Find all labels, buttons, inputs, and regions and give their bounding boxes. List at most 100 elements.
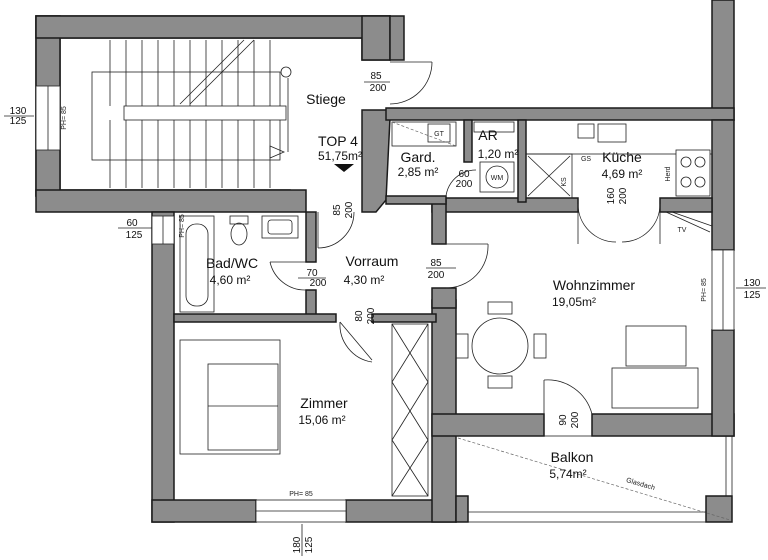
label-herd: Herd (665, 166, 672, 181)
wall-wohn-right-lower (711, 329, 735, 437)
svg-text:200: 200 (366, 307, 377, 324)
label-ks: KS (561, 177, 568, 187)
room-name-vorraum: Vorraum (346, 253, 399, 269)
dim-window-bad: 60 125 (118, 218, 152, 241)
door-kueche (577, 203, 661, 244)
entrance-arrow (334, 164, 354, 172)
room-name-ar: AR (478, 127, 497, 143)
svg-text:130: 130 (10, 106, 27, 117)
ph-label-stair: PH= 85 (61, 106, 68, 130)
balcony-pillar-r (705, 495, 733, 523)
svg-text:125: 125 (304, 536, 315, 553)
dim-kueche: 160 200 (606, 187, 629, 204)
wall-ar-right (517, 119, 527, 203)
wall-stair-right-upper (361, 15, 391, 61)
room-name-wohnzimmer: Wohnzimmer (553, 277, 636, 293)
window-bad (151, 215, 175, 245)
wall-gard-right (463, 119, 473, 163)
room-name-bad: Bad/WC (206, 255, 258, 271)
dim-bad: 70 200 (298, 268, 327, 289)
window-zimmer-bottom (255, 499, 347, 523)
dim-stair-top: 85 200 (364, 71, 390, 94)
dim-window-zimmer: 180 125 (292, 536, 315, 553)
dim-wohn: 85 200 (426, 258, 456, 281)
wall-vorraum-wohn (431, 197, 447, 245)
room-name-gard: Gard. (400, 149, 435, 165)
room-name-stiege: Stiege (306, 91, 346, 107)
balcony-slab (455, 435, 733, 523)
dim-gard: 60 200 (456, 169, 473, 190)
room-name-balkon: Balkon (551, 449, 594, 465)
svg-text:85: 85 (332, 204, 343, 216)
wall-zimmer-right (431, 299, 457, 523)
svg-text:200: 200 (310, 278, 327, 289)
svg-text:125: 125 (10, 116, 27, 127)
ph-label-zimmer: PH= 85 (289, 491, 313, 498)
unit-area: 51,75m² (318, 149, 362, 163)
wall-wohn-right-upper (711, 119, 735, 251)
room-area-wohnzimmer: 19,05m² (552, 295, 596, 309)
room-area-vorraum: 4,30 m² (344, 273, 385, 287)
wall-left-bad (151, 211, 175, 523)
dim-window-wohn: 130 125 (736, 278, 766, 301)
wardrobe-zimmer (391, 323, 429, 497)
svg-text:180: 180 (292, 536, 303, 553)
label-gs: GS (581, 156, 591, 163)
ph-label-wohn: PH= 85 (701, 278, 708, 302)
svg-text:125: 125 (744, 290, 761, 301)
wall-gard-bottom (385, 195, 447, 205)
room-area-ar: 1,20 m² (478, 147, 519, 161)
wall-bad-bottom (173, 313, 337, 323)
unit-label: TOP 4 (318, 133, 358, 149)
door-stair-top (389, 61, 433, 105)
label-wm: WM (491, 175, 504, 182)
window-wohn-right (711, 249, 735, 331)
svg-text:200: 200 (618, 187, 629, 204)
svg-text:200: 200 (370, 83, 387, 94)
svg-text:200: 200 (456, 179, 473, 190)
ph-label-bad: PH= 85 (179, 214, 186, 238)
bed (179, 339, 281, 455)
room-name-kueche: Küche (602, 149, 642, 165)
label-gt: GT (434, 131, 444, 138)
room-area-zimmer: 15,06 m² (298, 413, 345, 427)
svg-text:60: 60 (126, 218, 138, 229)
balcony-pillar-l (455, 495, 469, 523)
svg-text:85: 85 (370, 71, 382, 82)
svg-text:160: 160 (606, 187, 617, 204)
svg-text:200: 200 (570, 411, 581, 428)
wall-stair-bottom (35, 189, 307, 213)
staircase (91, 39, 292, 188)
svg-text:70: 70 (306, 268, 318, 279)
door-entrance (317, 211, 355, 249)
toilet (229, 215, 249, 246)
door-balkon (543, 379, 593, 415)
bathtub (179, 215, 215, 313)
svg-text:200: 200 (428, 270, 445, 281)
dining-set (455, 301, 547, 389)
dim-zimmer: 80 200 (354, 307, 377, 324)
door-bad (269, 261, 307, 291)
svg-text:130: 130 (744, 278, 761, 289)
ar-shelf (473, 121, 515, 133)
room-area-balkon: 5,74m² (549, 467, 586, 481)
wall-vorraum-bottom (371, 313, 437, 323)
wall-bottom-zimmer-l (151, 499, 257, 523)
door-wohn (445, 243, 489, 289)
wall-wohn-top (431, 197, 579, 213)
sofa (611, 325, 699, 409)
room-area-kueche: 4,69 m² (602, 167, 643, 181)
label-glasdach: Glasdach (625, 477, 655, 492)
door-zimmer (339, 321, 373, 363)
gard-cabinet (391, 121, 457, 147)
wall-bad-right (305, 211, 317, 263)
wall-wohn-top-r (659, 197, 713, 213)
dim-entrance: 85 200 (332, 201, 355, 218)
washing-machine (479, 161, 515, 193)
dim-balkon: 90 200 (558, 411, 581, 428)
svg-text:200: 200 (344, 201, 355, 218)
washbasin (261, 215, 299, 239)
door-gard (445, 169, 477, 205)
wall-wohn-bottom-l (431, 413, 545, 437)
